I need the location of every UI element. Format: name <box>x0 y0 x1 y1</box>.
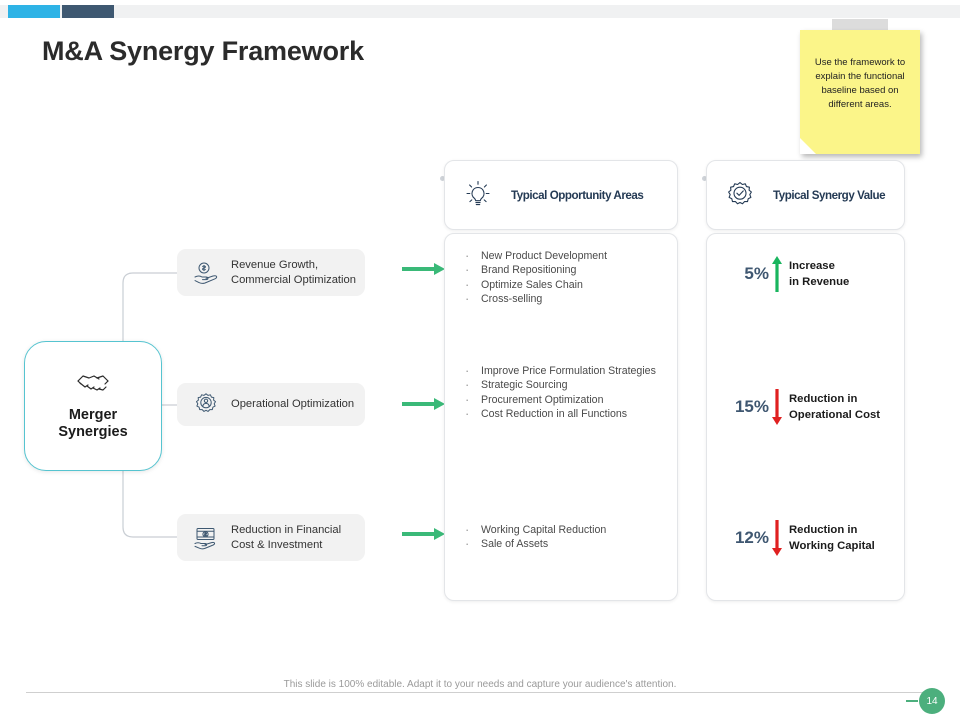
merger-synergies-node[interactable]: Merger Synergies <box>24 341 162 471</box>
page-title: M&A Synergy Framework <box>42 36 364 66</box>
bullet-dot-icon: · <box>465 536 470 552</box>
synergy-label: Reduction in Operational Cost <box>789 391 880 423</box>
bullet-item: · Strategic Sourcing <box>465 377 665 393</box>
bullet-item: · Cross-selling <box>465 291 665 307</box>
top-accent-bar <box>0 5 960 18</box>
driver-card-label: Operational Optimization <box>231 398 355 410</box>
top-accent-segment-navy <box>62 5 114 18</box>
column-header-title: Typical Opportunity Areas <box>511 188 644 202</box>
synergy-percent: 12% <box>734 528 769 547</box>
bullet-group-operational: · Improve Price Formulation Strategies · St… <box>465 363 665 422</box>
synergy-percent: 5% <box>744 264 769 283</box>
bullet-item-label: Cross-selling <box>481 293 543 306</box>
sticky-note: Use the framework to explain the functio… <box>800 19 920 154</box>
hand-holding-dollar-icon <box>189 261 223 285</box>
merger-synergies-label: Merger Synergies <box>58 407 127 441</box>
panel-synergy-value: 5% Increase in Revenue 15% Reduction in … <box>706 233 905 601</box>
bullet-item: · Brand Repositioning <box>465 262 665 278</box>
arrow-down-icon <box>769 389 785 425</box>
driver-card-label: Reduction in Financial Cost & Investment <box>231 523 342 551</box>
flow-arrow-2 <box>402 398 445 410</box>
synergy-label-line2: in Revenue <box>789 276 850 288</box>
sticky-note-fold <box>800 138 816 154</box>
bullet-item: · Optimize Sales Chain <box>465 276 665 292</box>
synergy-row-revenue: 5% Increase in Revenue <box>721 256 896 292</box>
arrow-up-icon <box>769 256 785 292</box>
bullet-group-revenue: · New Product Development · Brand Repositio… <box>465 248 665 307</box>
driver-card-financial-cost-reduction[interactable]: Reduction in Financial Cost & Investment <box>177 514 365 561</box>
bullet-dot-icon: · <box>465 406 470 422</box>
page-badge-dash <box>906 700 918 702</box>
bullet-item-label: Strategic Sourcing <box>481 379 568 392</box>
bullet-item: · Sale of Assets <box>465 536 665 552</box>
synergy-label-line1: Reduction in <box>789 393 858 405</box>
lightbulb-icon <box>463 179 493 211</box>
arrow-down-icon <box>769 520 785 556</box>
column-header-title: Typical Synergy Value <box>773 188 886 202</box>
footer-divider <box>26 692 934 693</box>
bullet-item: · Cost Reduction in all Functions <box>465 406 665 422</box>
driver-card-label: Revenue Growth, Commercial Optimization <box>231 258 356 286</box>
sticky-note-body: Use the framework to explain the functio… <box>800 30 920 154</box>
synergy-row-operational: 15% Reduction in Operational Cost <box>721 389 896 425</box>
merger-label-line1: Merger <box>68 406 118 423</box>
bullet-dot-icon: · <box>465 262 470 278</box>
gear-person-icon <box>189 392 223 418</box>
bullet-item-label: New Product Development <box>481 250 608 262</box>
handshake-icon <box>76 372 110 399</box>
bullet-group-financial: · Working Capital Reduction · Sale of Asset… <box>465 522 665 552</box>
synergy-label: Increase in Revenue <box>789 258 849 290</box>
synergy-percent: 15% <box>734 397 769 416</box>
bullet-item: · New Product Development <box>465 248 665 263</box>
bullet-dot-icon: · <box>465 391 470 407</box>
synergy-label: Reduction in Working Capital <box>789 522 875 554</box>
bullet-dot-icon: · <box>465 363 470 378</box>
bullet-dot-icon: · <box>465 291 470 307</box>
synergy-row-working-capital: 12% Reduction in Working Capital <box>721 520 896 556</box>
merger-label-line2: Synergies <box>58 423 128 440</box>
column-header-synergy: Typical Synergy Value <box>706 160 905 230</box>
gear-check-icon <box>725 181 755 209</box>
footer-note: This slide is 100% editable. Adapt it to… <box>283 679 677 690</box>
connector-dot <box>702 176 707 181</box>
synergy-label-line1: Increase <box>789 260 835 272</box>
bullet-item: · Improve Price Formulation Strategies <box>465 363 665 378</box>
top-accent-segment-cyan <box>8 5 60 18</box>
synergy-label-line2: Operational Cost <box>789 409 881 421</box>
flow-arrow-3 <box>402 528 445 540</box>
panel-opportunity-areas: · New Product Development · Brand Repositio… <box>444 233 678 601</box>
synergy-label-line2: Working Capital <box>789 540 875 552</box>
page-number-badge: 14 <box>919 688 945 714</box>
sticky-note-tape <box>832 19 888 32</box>
flow-arrow-1 <box>402 263 445 275</box>
connector-dot <box>440 176 445 181</box>
driver-card-revenue-growth[interactable]: Revenue Growth, Commercial Optimization <box>177 249 365 296</box>
bullet-item-label: Working Capital Reduction <box>481 524 607 536</box>
bullet-dot-icon: · <box>465 522 470 537</box>
bullet-item-label: Cost Reduction in all Functions <box>481 408 628 421</box>
bullet-item: · Working Capital Reduction <box>465 522 665 537</box>
bullet-item-label: Improve Price Formulation Strategies <box>481 365 656 377</box>
driver-card-operational-optimization[interactable]: Operational Optimization <box>177 383 365 426</box>
bullet-item-label: Optimize Sales Chain <box>481 278 583 291</box>
column-header-opportunity: Typical Opportunity Areas <box>444 160 678 230</box>
bullet-dot-icon: · <box>465 276 470 292</box>
bullet-item-label: Procurement Optimization <box>481 393 604 406</box>
bullet-dot-icon: · <box>465 377 470 393</box>
bullet-dot-icon: · <box>465 248 470 263</box>
bullet-item: · Procurement Optimization <box>465 391 665 407</box>
banknotes-icon <box>189 526 223 550</box>
bullet-item-label: Sale of Assets <box>481 538 549 551</box>
synergy-label-line1: Reduction in <box>789 524 858 536</box>
sticky-note-text: Use the framework to explain the functio… <box>814 57 906 110</box>
bullet-item-label: Brand Repositioning <box>481 264 577 277</box>
